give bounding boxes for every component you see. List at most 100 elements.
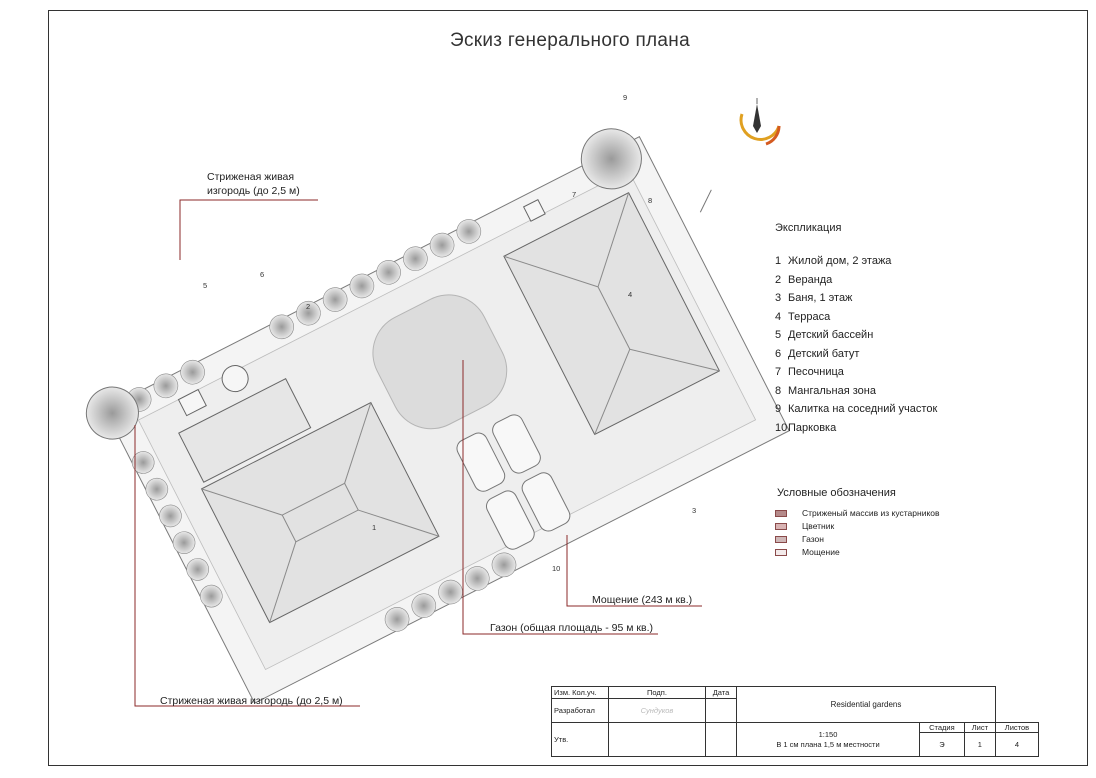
sandbox xyxy=(522,198,546,222)
explication-title: Экспликация xyxy=(775,222,842,234)
plan-label-10: 10 xyxy=(552,564,560,573)
stamp-signature: Сундуков xyxy=(608,698,706,723)
legend-item: Цветник xyxy=(775,520,940,533)
explication-item-label: Мангальная зона xyxy=(788,384,876,397)
plan-label-6: 6 xyxy=(260,270,264,279)
explication-item-number: 6 xyxy=(775,347,782,360)
plan-label-8: 8 xyxy=(648,196,652,205)
pool xyxy=(177,388,207,417)
hedge-row xyxy=(126,219,517,632)
explication-item: 2 Веранда xyxy=(775,271,937,290)
stamp-empty-date xyxy=(705,698,737,723)
stamp-scale: 1:150 В 1 см плана 1,5 м местности xyxy=(736,722,920,757)
plan-label-3: 3 xyxy=(692,506,696,515)
stamp-list-label: Лист xyxy=(963,722,996,733)
house-building xyxy=(200,401,440,624)
plan-label-9: 9 xyxy=(623,93,627,102)
stamp-empty-date2 xyxy=(705,722,737,757)
stamp-data: Дата xyxy=(705,686,737,699)
stamp-project: Residential gardens xyxy=(736,686,996,723)
explication-item-number: 1 xyxy=(775,255,782,267)
stamp-stadia-label: Стадия xyxy=(919,722,965,733)
explication-item: 3 Баня, 1 этаж xyxy=(775,289,937,308)
stamp-kol: Кол.уч. xyxy=(572,688,597,697)
lawn-callout: Газон (общая площадь - 95 м кв.) xyxy=(490,622,653,634)
explication-item: 6 Детский батут xyxy=(775,345,937,364)
veranda-roof xyxy=(178,377,312,483)
explication-item-number: 10 xyxy=(775,421,788,434)
legend-item: Мощение xyxy=(775,546,940,559)
stamp-scale-note: В 1 см плана 1,5 м местности xyxy=(776,739,880,749)
page-title: Эскиз генерального плана xyxy=(450,30,690,51)
legend-item: Газон xyxy=(775,533,940,546)
plan-label-7: 7 xyxy=(572,190,576,199)
explication-item-label: Жилой дом, 2 этажа xyxy=(788,255,892,267)
explication-item: 8 Мангальная зона xyxy=(775,382,937,401)
gate xyxy=(699,189,712,213)
explication: Экспликация 1 Жилой дом, 2 этажа 2 Веранда 3… xyxy=(775,222,937,437)
legend-item-label: Стриженый массив из кустарников xyxy=(802,508,940,518)
stamp-utv: Утв. xyxy=(551,722,609,757)
legend-item-label: Мощение xyxy=(802,547,840,557)
hedge-top-callout-line2: изгородь (до 2,5 м) xyxy=(207,185,300,197)
legend-swatch xyxy=(775,536,787,543)
stamp-podp: Подп. xyxy=(608,686,706,699)
legend: Условные обозначения Стриженый массив из… xyxy=(775,487,940,559)
explication-item-label: Терраса xyxy=(788,310,831,323)
plan-label-5: 5 xyxy=(203,281,207,290)
explication-item-label: Калитка на соседний участок xyxy=(788,403,938,415)
stamp-listov: 4 xyxy=(994,732,1040,757)
explication-item-number: 4 xyxy=(775,310,782,323)
explication-item-label: Баня, 1 этаж xyxy=(788,292,853,304)
explication-item-number: 9 xyxy=(775,403,782,415)
plan-label-1: 1 xyxy=(372,523,376,532)
legend-item-label: Газон xyxy=(802,534,824,544)
explication-item: 4 Терраса xyxy=(775,308,937,327)
explication-item: 7 Песочница xyxy=(775,363,937,382)
sauna-building xyxy=(503,192,721,436)
explication-item-number: 2 xyxy=(775,273,782,286)
stamp-list: 1 xyxy=(963,732,996,757)
legend-swatch xyxy=(775,549,787,556)
legend-title: Условные обозначения xyxy=(777,487,896,499)
stamp-empty-podp xyxy=(608,722,706,757)
paving-callout: Мощение (243 м кв.) xyxy=(592,594,693,606)
compass-icon xyxy=(739,98,781,146)
trampoline xyxy=(221,365,249,393)
hedge-top-callout: Стриженая живая изгородь (до 2,5 м) xyxy=(207,170,300,198)
explication-item-label: Песочница xyxy=(788,366,844,378)
callout-leaders xyxy=(134,199,702,707)
plan-label-2: 2 xyxy=(306,302,310,311)
legend-swatch xyxy=(775,510,787,517)
hedge-bottom-callout: Стриженая живая изгородь (до 2,5 м) xyxy=(160,695,343,707)
explication-item-label: Детский бассейн xyxy=(788,329,874,341)
hedge-top-callout-line1: Стриженая живая xyxy=(207,171,295,183)
explication-item: 9 Калитка на соседний участок xyxy=(775,400,937,419)
explication-item: 1 Жилой дом, 2 этажа xyxy=(775,252,937,271)
title-block: Изм. Кол.уч. Подп. Дата Residential gard… xyxy=(551,686,1040,757)
stamp-razrabotal: Разработал xyxy=(551,698,609,723)
explication-item-number: 7 xyxy=(775,366,782,378)
explication-item-label: Парковка xyxy=(788,421,837,434)
large-tree xyxy=(580,128,642,190)
explication-item-label: Детский батут xyxy=(788,347,860,360)
stamp-listov-label: Листов xyxy=(994,722,1040,733)
stamp-izm: Изм. xyxy=(554,688,571,697)
stamp-stadia: Э xyxy=(919,732,965,757)
parking-area xyxy=(456,414,571,550)
explication-item-number: 3 xyxy=(775,292,782,304)
stamp-izm-kol: Изм. Кол.уч. xyxy=(551,686,609,699)
legend-swatch xyxy=(775,523,787,530)
explication-item-number: 8 xyxy=(775,384,782,397)
plan-label-4: 4 xyxy=(628,290,632,299)
lawn-area xyxy=(372,294,508,430)
large-tree xyxy=(85,386,139,440)
stamp-scale-value: 1:150 xyxy=(818,729,838,739)
explication-item-label: Веранда xyxy=(788,273,833,286)
legend-item: Стриженый массив из кустарников xyxy=(775,507,940,520)
legend-item-label: Цветник xyxy=(802,521,835,531)
